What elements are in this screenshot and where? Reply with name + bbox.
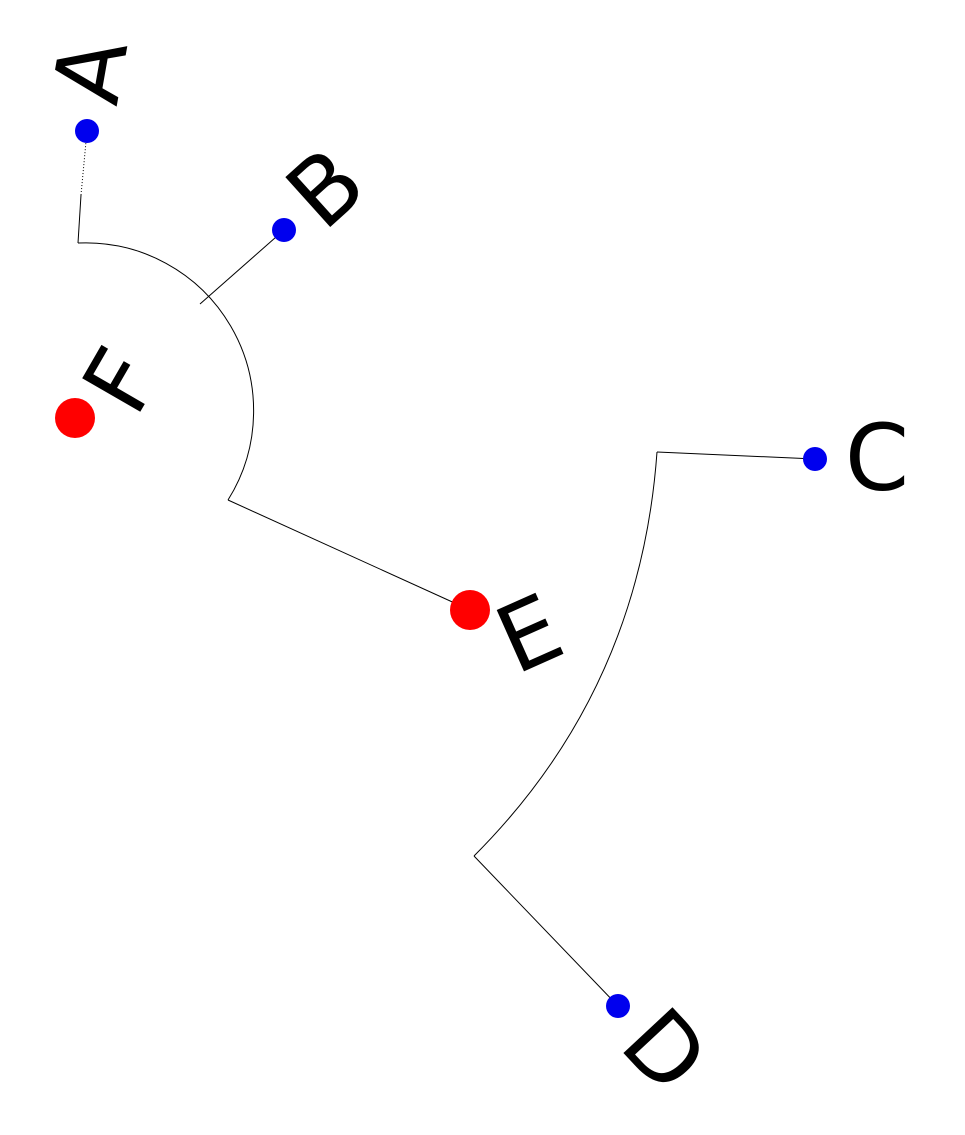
edge-f-a <box>77 194 82 244</box>
edge-arc-f <box>77 242 255 501</box>
node-c <box>803 447 827 471</box>
edge-e-c <box>656 451 816 460</box>
edge-f-b <box>199 229 285 305</box>
label-c: C <box>845 404 909 511</box>
edge-e-d <box>473 855 619 1007</box>
node-a <box>75 119 99 143</box>
label-e: E <box>481 574 578 695</box>
node-d <box>606 994 630 1018</box>
label-a: A <box>33 31 149 112</box>
edge-f-e <box>227 499 471 611</box>
node-b <box>272 218 296 242</box>
node-e <box>450 590 490 630</box>
edge-arc-e <box>473 451 658 857</box>
node-f <box>55 398 95 438</box>
